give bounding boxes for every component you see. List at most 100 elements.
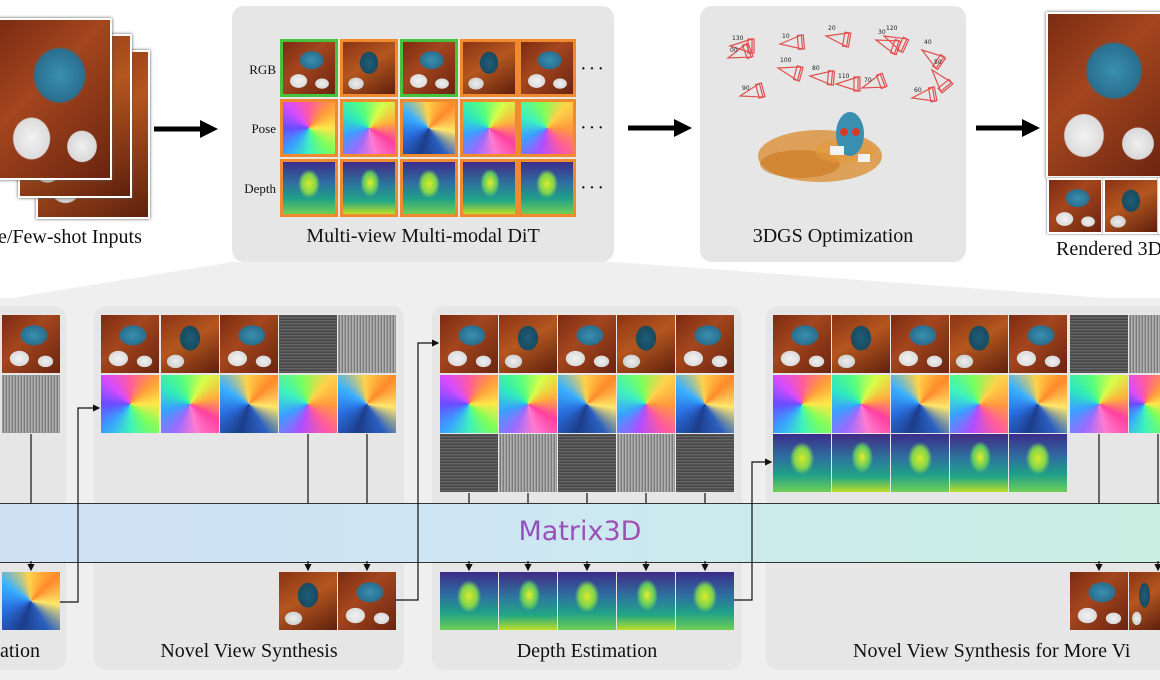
p4-depth-3 (891, 434, 949, 492)
p3-output-depth-2 (499, 572, 557, 630)
camera-label: 70 (864, 77, 872, 84)
dit-rgb-3 (400, 39, 458, 97)
p4-pose-6 (1070, 375, 1128, 433)
camera-frustum (728, 38, 755, 54)
camera-label: 30 (878, 29, 886, 36)
p3-noise-2 (499, 434, 557, 492)
dit-label: Multi-view Multi-modal DiT (306, 225, 540, 247)
camera-label: 130 (732, 35, 744, 42)
arrow-dit-to-optim (628, 119, 692, 137)
camera-frustum (726, 42, 754, 60)
p4-pose-2 (832, 375, 890, 433)
dit-ellipsis-rgb: ··· (580, 58, 606, 80)
p2-pose-3 (220, 375, 278, 433)
matrix3d-band (0, 503, 1160, 563)
camera-label: 120 (886, 25, 898, 32)
camera-label: 100 (780, 57, 792, 64)
arrow-optim-to-rendered (976, 119, 1040, 137)
p3-pose-3 (558, 375, 616, 433)
p3-output-depth-4 (617, 572, 675, 630)
p4-rgb-2 (832, 315, 890, 373)
task-label-nvs-more-views: Novel View Synthesis for More Vi (853, 640, 1131, 662)
p4-depth-2 (832, 434, 890, 492)
p3-rgb-3 (558, 315, 616, 373)
p2-pose-1 (101, 375, 159, 433)
p4-pose-7 (1129, 375, 1160, 433)
p4-depth-1 (773, 434, 831, 492)
dit-pose-4 (460, 99, 518, 157)
p3-noise-1 (440, 434, 498, 492)
camera-label: 90 (742, 85, 750, 92)
p1-noise (2, 375, 60, 433)
dit-pose-1 (280, 99, 338, 157)
dit-pose-5 (518, 99, 576, 157)
camera-frustum (808, 69, 836, 86)
dit-pose-3 (400, 99, 458, 157)
p4-pose-4 (950, 375, 1008, 433)
task-label-novel-view-synthesis: Novel View Synthesis (160, 640, 338, 662)
p4-pose-3 (891, 375, 949, 433)
p2-noise-2 (338, 315, 396, 373)
dit-rgb-4 (460, 39, 518, 97)
p3-pose-1 (440, 375, 498, 433)
task-label-depth-estimation: Depth Estimation (516, 640, 658, 662)
p4-output-2 (1129, 572, 1160, 630)
p2-noise-1 (279, 315, 337, 373)
p4-output-1 (1070, 572, 1128, 630)
camera-label: 10 (782, 33, 790, 40)
dit-ellipsis-pose: ··· (580, 117, 606, 139)
p4-rgb-4 (950, 315, 1008, 373)
p3-noise-5 (676, 434, 734, 492)
p4-pose-1 (773, 375, 831, 433)
p3-rgb-2 (499, 315, 557, 373)
p2-rgb-1 (101, 315, 159, 373)
camera-frustum (738, 82, 766, 99)
p4-pose-5 (1009, 375, 1067, 433)
camera-frustum (834, 76, 861, 92)
arrow-inputs-to-dit (154, 120, 218, 138)
p4-depth-5 (1009, 434, 1067, 492)
dit-depth-1 (280, 159, 338, 217)
dit-pose-2 (340, 99, 398, 157)
p4-rgb-5 (1009, 315, 1067, 373)
p2-pose-5 (338, 375, 396, 433)
task-label-pose-estimation: ation (0, 640, 40, 662)
rendered-thumb-1 (1047, 178, 1103, 234)
camera-frustum (824, 31, 852, 48)
dit-depth-2 (340, 159, 398, 217)
dit-rgb-1 (280, 39, 338, 97)
p4-noise-1 (1070, 315, 1128, 373)
matrix3d-title: Matrix3D (0, 503, 1160, 561)
dit-ellipsis-depth: ··· (580, 177, 606, 199)
camera-frustum (930, 68, 954, 94)
p2-output-1 (279, 572, 337, 630)
p3-output-depth-3 (558, 572, 616, 630)
p3-output-depth-1 (440, 572, 498, 630)
p3-noise-3 (558, 434, 616, 492)
camera-frustum (882, 35, 910, 54)
p4-rgb-1 (773, 315, 831, 373)
p2-pose-4 (279, 375, 337, 433)
p2-rgb-3 (220, 315, 278, 373)
rendered-main-photo (1046, 12, 1160, 178)
row-label-rgb: RGB (249, 62, 276, 77)
camera-label: 110 (838, 73, 850, 80)
camera-label: 20 (828, 25, 836, 32)
rendered-thumb-3 (1158, 178, 1160, 234)
p2-pose-2 (161, 375, 219, 433)
p4-noise-2 (1129, 315, 1160, 373)
row-label-depth: Depth (244, 181, 276, 196)
row-label-pose: Pose (251, 121, 276, 136)
p3-pose-5 (676, 375, 734, 433)
camera-label: 00 (730, 47, 738, 54)
rendered-label: Rendered 3D (1056, 238, 1160, 260)
p3-rgb-1 (440, 315, 498, 373)
p3-rgb-5 (676, 315, 734, 373)
camera-frustum (910, 86, 938, 103)
inputs-label: e/Few-shot Inputs (0, 226, 142, 248)
camera-frustum (860, 72, 888, 90)
camera-label: 60 (914, 87, 922, 94)
camera-label: 50 (934, 59, 942, 66)
